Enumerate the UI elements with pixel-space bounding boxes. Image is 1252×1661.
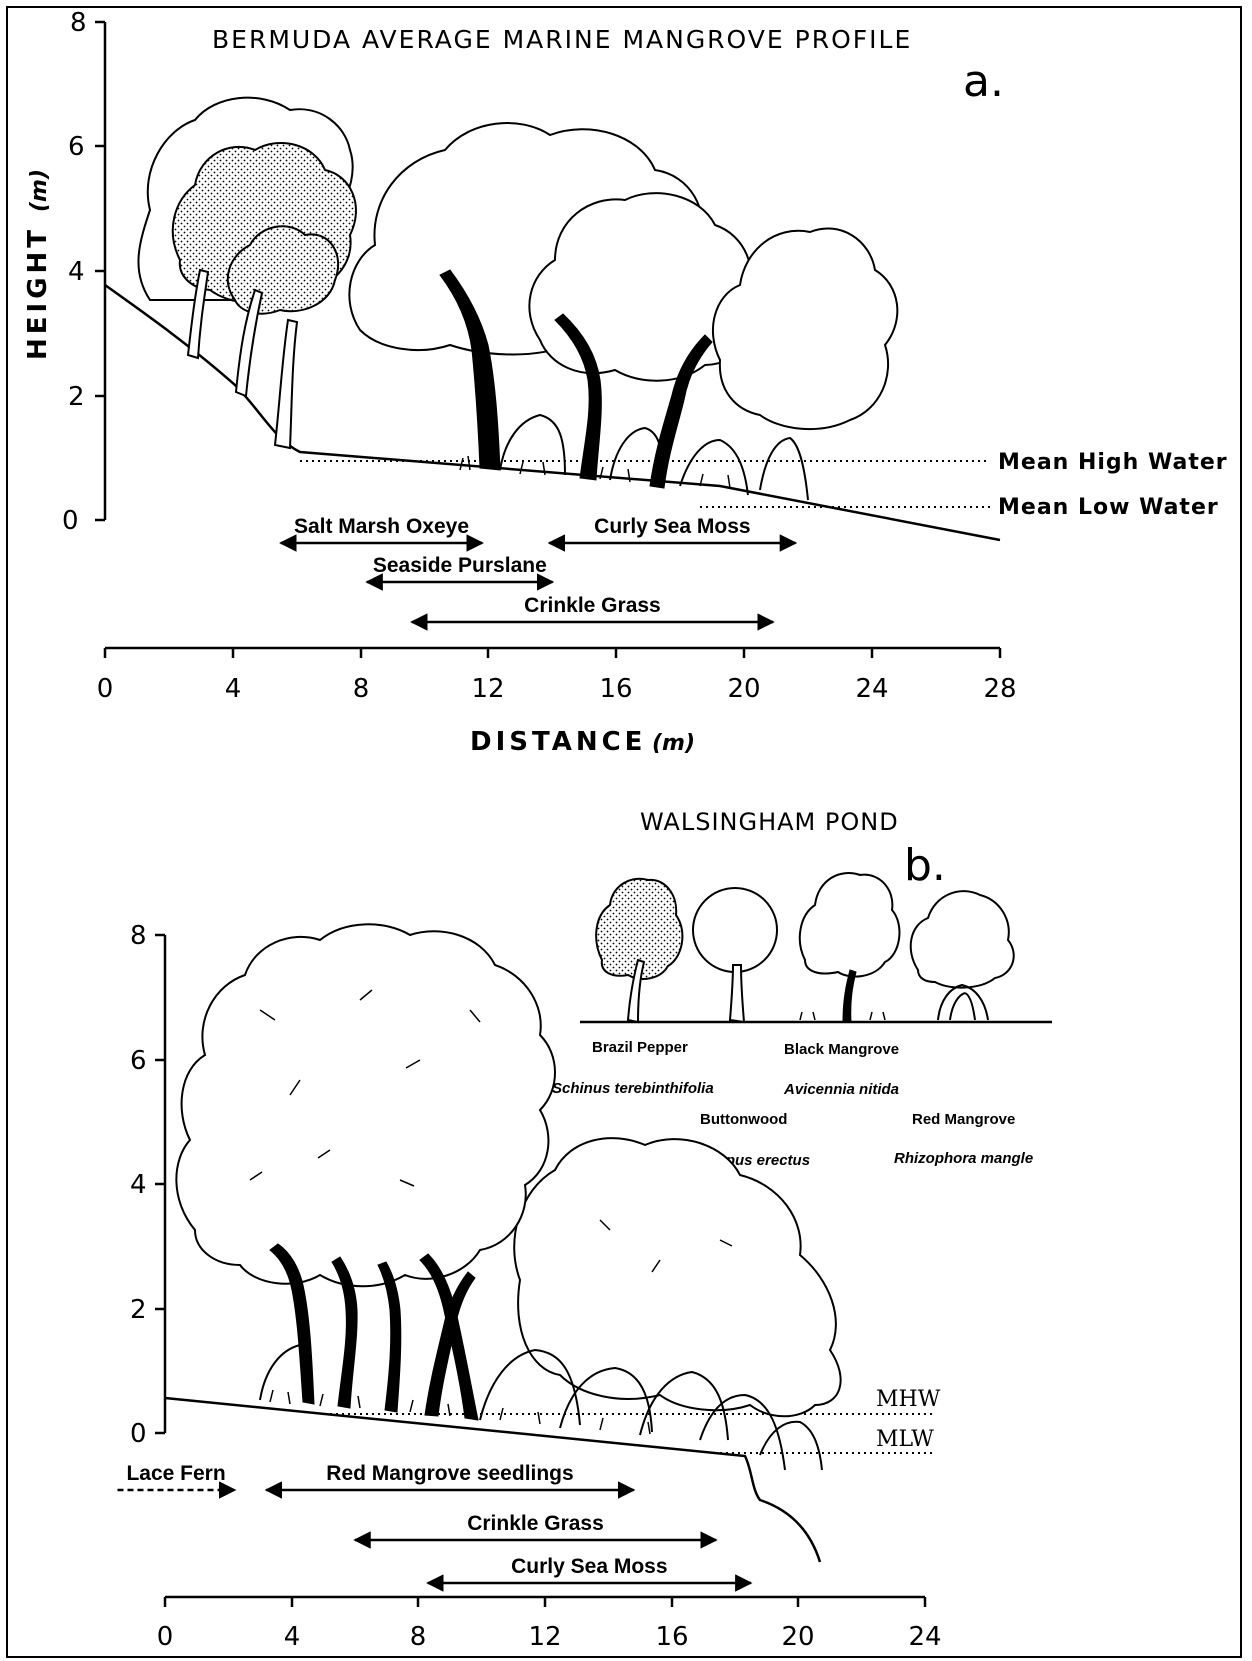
species-range-label: Seaside Purslane — [373, 554, 547, 577]
panel-a-y-tick: 2 — [68, 382, 85, 412]
species-range-label: Curly Sea Moss — [594, 515, 750, 538]
panel-b-x-axis: 0 4 8 12 16 20 24 — [157, 1597, 942, 1652]
panel-a-y-label: HEIGHT — [23, 226, 53, 360]
legend-common-name: Black Mangrove — [784, 1041, 899, 1058]
panel-a-x-tick: 28 — [983, 674, 1016, 704]
panel-b-x-tick: 8 — [410, 1622, 427, 1652]
panel-b-title: WALSINGHAM POND — [640, 808, 899, 836]
panel-a-mhw-label: Mean High Water — [998, 450, 1228, 475]
panel-b-y-tick: 0 — [130, 1419, 147, 1449]
panel-a-x-tick: 16 — [599, 674, 632, 704]
panel-a-x-tick: 4 — [225, 674, 242, 704]
panel-a-x-tick: 24 — [855, 674, 888, 704]
panel-a-y-tick: 0 — [62, 506, 79, 536]
panel-a-x-tick: 8 — [353, 674, 370, 704]
panel-a-x-unit: (m) — [652, 731, 695, 756]
panel-b-mhw-label: MHW — [876, 1387, 941, 1412]
panel-b-y-tick: 8 — [130, 921, 147, 951]
panel-a-title: BERMUDA AVERAGE MARINE MANGROVE PROFILE — [212, 25, 912, 54]
species-range-label: Crinkle Grass — [467, 1512, 604, 1535]
species-range-label: Red Mangrove seedlings — [326, 1462, 573, 1485]
panel-a-y-tick: 6 — [68, 132, 85, 162]
species-range-label: Crinkle Grass — [524, 594, 661, 617]
panel-b: WALSINGHAM POND b. Brazil Pepper Schinus… — [118, 808, 1053, 1652]
panel-b-mlw-label: MLW — [876, 1427, 934, 1452]
panel-b-x-tick: 0 — [157, 1622, 174, 1652]
species-range-label: Lace Fern — [126, 1462, 225, 1485]
legend-common-name: Brazil Pepper — [592, 1039, 688, 1056]
panel-b-x-tick: 16 — [655, 1622, 688, 1652]
panel-a-x-tick: 20 — [727, 674, 760, 704]
panel-b-y-tick: 2 — [130, 1295, 147, 1325]
panel-a-mlw-label: Mean Low Water — [998, 495, 1219, 520]
panel-b-x-tick: 4 — [284, 1622, 301, 1652]
panel-b-y-tick: 4 — [130, 1170, 147, 1200]
panel-a-tree-illustration — [138, 98, 897, 500]
species-range-label: Curly Sea Moss — [511, 1555, 667, 1578]
panel-a-y-tick: 8 — [70, 8, 87, 38]
legend-latin-name: Rhizophora mangle — [894, 1150, 1033, 1167]
panel-b-x-tick: 24 — [908, 1622, 941, 1652]
panel-a-x-tick: 12 — [471, 674, 504, 704]
panel-a-x-axis: 0 4 8 12 16 20 24 28 DISTANCE (m) — [97, 648, 1017, 757]
panel-a-letter: a. — [963, 56, 1004, 107]
panel-a-y-tick: 4 — [68, 257, 85, 287]
panel-b-legend-illustration — [580, 873, 1052, 1022]
panel-a-x-tick: 0 — [97, 674, 114, 704]
panel-a-y-unit: (m) — [27, 169, 52, 212]
legend-common-name: Red Mangrove — [912, 1111, 1015, 1128]
panel-b-y-tick: 6 — [130, 1046, 147, 1076]
panel-b-x-tick: 20 — [781, 1622, 814, 1652]
panel-b-letter: b. — [904, 840, 946, 891]
panel-a-x-label: DISTANCE — [470, 727, 646, 757]
legend-latin-name: Avicennia nitida — [783, 1081, 899, 1098]
species-range-label: Salt Marsh Oxeye — [294, 515, 469, 538]
panel-b-x-tick: 12 — [528, 1622, 561, 1652]
legend-latin-name: Schinus terebinthifolia — [552, 1080, 714, 1097]
legend-common-name: Buttonwood — [700, 1111, 787, 1128]
panel-a-y-axis: 8 6 4 2 0 HEIGHT (m) — [23, 8, 105, 536]
panel-a: BERMUDA AVERAGE MARINE MANGROVE PROFILE … — [23, 8, 1228, 757]
panel-b-y-axis: 8 6 4 2 0 — [130, 921, 165, 1449]
